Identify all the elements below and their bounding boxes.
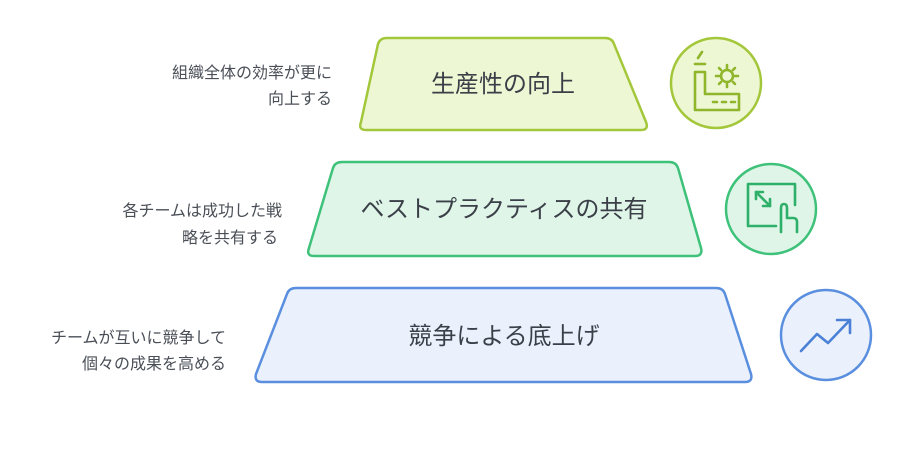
factory-gear-icon [669,36,763,130]
trend-up-icon [779,288,873,382]
level-competition: 競争による底上げ チームが互いに競争して 個々の成果を高める [51,286,873,384]
level-2-trapezoid [306,160,703,258]
level-productivity: 生産性の向上 組織全体の効率が更に 向上する [172,36,763,132]
level-3-trapezoid [254,286,753,384]
level-best-practice: ベストプラクティスの共有 各チームは成功した戦 略を共有する [122,160,818,258]
level-2-title: ベストプラクティスの共有 [360,195,647,223]
level-3-title: 競争による底上げ [408,322,599,350]
level-2-desc-line-2: 略を共有する [182,228,278,247]
level-2-desc-line-1: 各チームは成功した戦 [122,201,282,220]
level-1-title: 生産性の向上 [431,70,575,98]
level-3-desc-line-1: チームが互いに競争して [51,328,226,347]
level-3-desc-line-2: 個々の成果を高める [82,354,226,373]
level-1-trapezoid [358,36,649,132]
resize-hand-icon [724,162,818,256]
level-1-desc-line-1: 組織全体の効率が更に [172,63,332,82]
level-1-desc-line-2: 向上する [268,89,332,108]
